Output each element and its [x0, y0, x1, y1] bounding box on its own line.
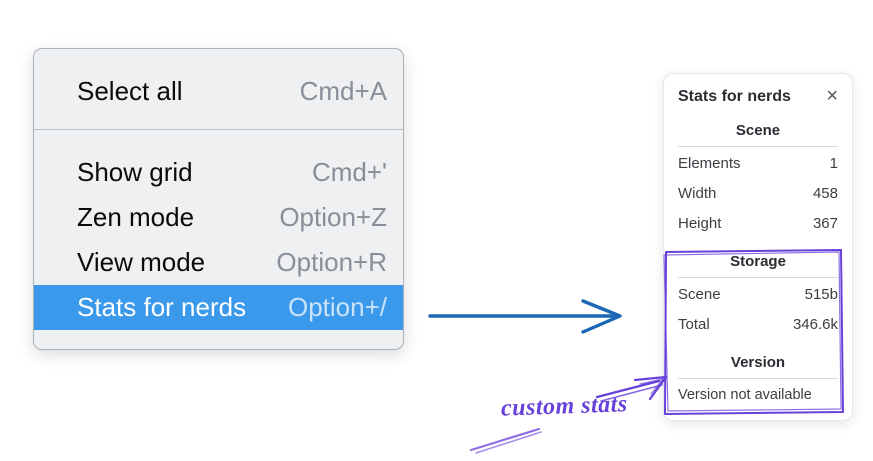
stat-row-total-storage: Total 346.6k: [678, 309, 838, 339]
purple-arrow-lower: [469, 427, 542, 454]
menu-item-shortcut: Option+/: [287, 292, 387, 322]
stat-row-width: Width 458: [678, 178, 838, 208]
menu-item-label: Stats for nerds: [77, 292, 247, 322]
menu-item-shortcut: Cmd+': [311, 157, 387, 187]
menu-item-shortcut: Option+R: [276, 247, 387, 277]
custom-stats-annotation: custom stats: [500, 391, 629, 422]
stat-label: Elements: [678, 154, 741, 172]
menu-item-zen-mode[interactable]: Zen mode Option+Z: [34, 195, 403, 240]
menu-divider: [34, 129, 403, 130]
section-heading-scene: Scene: [735, 122, 781, 139]
stats-panel-header: Stats for nerds ×: [678, 85, 838, 107]
menu-item-label: Select all: [77, 75, 183, 106]
menu-item-label: Zen mode: [77, 202, 195, 232]
purple-arrow-upper: [595, 375, 668, 402]
section-divider: [678, 277, 838, 278]
stats-panel: Stats for nerds × Scene Elements 1 Width…: [663, 73, 853, 421]
context-menu: Select all Cmd+A Show grid Cmd+' Zen mod…: [33, 48, 404, 350]
section-heading-version: Version: [730, 354, 786, 371]
blue-arrow: [428, 299, 622, 334]
menu-item-stats-for-nerds[interactable]: Stats for nerds Option+/: [34, 285, 403, 330]
stat-value: 458: [812, 184, 838, 202]
menu-item-view-mode[interactable]: View mode Option+R: [34, 240, 403, 285]
stat-value: 1: [829, 154, 838, 172]
section-heading-storage: Storage: [730, 253, 786, 270]
menu-item-select-all[interactable]: Select all Cmd+A: [34, 69, 403, 113]
menu-item-shortcut: Cmd+A: [299, 75, 387, 106]
version-note: Version not available: [678, 387, 812, 403]
stat-row-scene-storage: Scene 515b: [678, 279, 838, 309]
menu-item-label: Show grid: [77, 157, 193, 187]
menu-item-label: View mode: [77, 247, 206, 277]
stat-label: Height: [678, 214, 722, 232]
stat-value: 346.6k: [792, 315, 838, 333]
menu-item-shortcut: Option+Z: [279, 202, 387, 232]
section-divider: [678, 146, 838, 147]
stat-value: 367: [812, 214, 838, 232]
stat-label: Total: [678, 315, 710, 333]
stat-row-elements: Elements 1: [678, 148, 838, 178]
stat-label: Scene: [678, 285, 721, 303]
close-icon[interactable]: ×: [826, 85, 838, 107]
stat-label: Width: [678, 184, 717, 202]
stat-row-height: Height 367: [678, 208, 838, 238]
section-divider: [678, 378, 838, 379]
stats-panel-title: Stats for nerds: [678, 88, 791, 105]
menu-item-show-grid[interactable]: Show grid Cmd+': [34, 150, 403, 195]
stat-value: 515b: [804, 285, 838, 303]
